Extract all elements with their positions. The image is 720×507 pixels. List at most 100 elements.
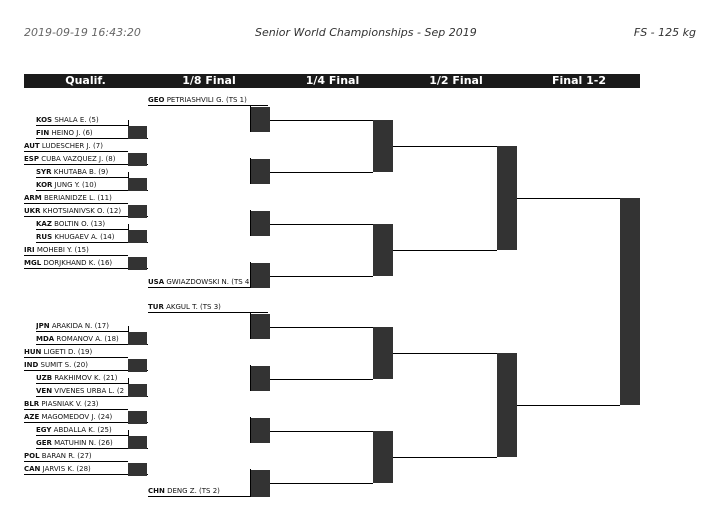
wrestler-label: IND SUMIT S. (20) — [24, 361, 148, 369]
qualif-match-box — [128, 332, 147, 345]
qualif-entry: IRI MOHEBI Y. (15) — [24, 244, 128, 256]
eighth-final-match-box — [250, 159, 270, 184]
semi-final-feed-line — [393, 250, 497, 251]
quarter-final-feed-line — [270, 172, 373, 173]
wrestler-name: CUBA VAZQUEZ J. (8) — [38, 155, 116, 163]
qualif-connector — [128, 224, 129, 230]
wrestler-label: ESP CUBA VAZQUEZ J. (8) — [24, 155, 148, 163]
quarter-final-feed-line — [270, 379, 373, 380]
country-code: IND — [24, 361, 39, 369]
wrestler-label: SYR KHUTABA B. (9) — [36, 168, 128, 176]
wrestler-name: JUNG Y. (10) — [52, 181, 97, 189]
qualif-entry: UZB RAKHIMOV K. (21) — [36, 372, 128, 384]
col-quarter-final: 1/4 Final — [305, 74, 360, 87]
country-code: ARM — [24, 194, 42, 202]
qualif-entry: POL BARAN R. (27) — [24, 450, 128, 462]
wrestler-label: USA GWIAZDOWSKI N. (TS 4 — [148, 278, 268, 286]
eighth-final-connector — [250, 313, 251, 339]
eighth-final-connector — [250, 106, 251, 132]
quarter-final-feed-line — [270, 224, 373, 225]
wrestler-label: UKR KHOTSIANIVSK O. (12) — [24, 207, 148, 215]
qualif-entry: EGY ABDALLA K. (25) — [36, 424, 128, 436]
country-code: BLR — [24, 400, 40, 408]
wrestler-name: ROMANOV A. (18) — [54, 335, 119, 343]
event-title: Senior World Championships - Sep 2019 — [255, 26, 477, 39]
wrestler-label: MDA ROMANOV A. (18) — [36, 335, 148, 343]
qualif-connector — [128, 120, 129, 126]
seed-entry: TUR AKGUL T. (TS 3) — [148, 301, 268, 313]
qualif-entry: HUN LIGETI D. (19) — [24, 346, 128, 358]
qualif-match-box — [128, 436, 147, 449]
final-feed-line — [517, 198, 620, 199]
wrestler-name: KHOTSIANIVSK O. (12) — [40, 207, 122, 215]
final-feed-line — [517, 405, 620, 406]
eighth-final-match-box — [250, 107, 270, 132]
wrestler-name: ARAKIDA N. (17) — [49, 322, 109, 330]
wrestler-label: CAN JARVIS K. (28) — [24, 465, 148, 473]
country-code: MGL — [24, 259, 42, 267]
eighth-final-match-box — [250, 314, 270, 339]
round-header-bar: Qualif. 1/8 Final 1/4 Final 1/2 Final Fi… — [24, 74, 640, 88]
qualif-connector — [128, 430, 129, 436]
seed-entry: GEO PETRIASHVILI G. (TS 1) — [148, 94, 268, 106]
qualif-connector — [128, 172, 129, 178]
semi-final-match-box — [497, 353, 517, 457]
country-code: AZE — [24, 413, 40, 421]
qualif-connector — [128, 326, 129, 332]
eighth-final-connector — [250, 262, 251, 288]
wrestler-name: VIVENES URBA L. (2 — [52, 387, 125, 395]
col-eighth-final: 1/8 Final — [182, 74, 236, 87]
country-code: MDA — [36, 335, 55, 343]
wrestler-label: ARM BERIANIDZE L. (11) — [24, 194, 128, 202]
qualif-match-box — [128, 153, 147, 166]
seed-entry: USA GWIAZDOWSKI N. (TS 4 — [148, 276, 268, 288]
quarter-final-feed-line — [270, 483, 373, 484]
eighth-final-match-box — [250, 366, 270, 391]
wrestler-label: RUS KHUGAEV A. (14) — [36, 233, 148, 241]
wrestler-name: MOHEBI Y. (15) — [34, 246, 89, 254]
qualif-entry: ARM BERIANIDZE L. (11) — [24, 192, 128, 204]
qualif-match-box — [128, 178, 147, 191]
semi-final-feed-line — [393, 146, 497, 147]
wrestler-label: KOR JUNG Y. (10) — [36, 181, 148, 189]
wrestler-name: PETRIASHVILI G. (TS 1) — [164, 96, 247, 104]
wrestler-name: GWIAZDOWSKI N. (TS 4 — [164, 278, 250, 286]
qualif-match-box — [128, 230, 147, 243]
wrestler-name: BARAN R. (27) — [39, 452, 92, 460]
country-code: JPN — [36, 322, 50, 330]
country-code: KOS — [36, 116, 53, 124]
wrestler-name: DENG Z. (TS 2) — [164, 487, 220, 495]
country-code: CHN — [148, 487, 165, 495]
wrestler-label: BLR PIASNIAK V. (23) — [24, 400, 128, 408]
wrestler-name: MATUHIN N. (26) — [51, 439, 113, 447]
country-code: VEN — [36, 387, 53, 395]
wrestler-label: CHN DENG Z. (TS 2) — [148, 487, 268, 495]
qualif-entry: RUS KHUGAEV A. (14) — [36, 231, 148, 243]
quarter-final-feed-line — [270, 431, 373, 432]
semi-final-match-box — [497, 146, 517, 250]
wrestler-name: LUDESCHER J. (7) — [39, 142, 103, 150]
semi-final-feed-line — [393, 457, 497, 458]
country-code: CAN — [24, 465, 41, 473]
wrestler-label: IRI MOHEBI Y. (15) — [24, 246, 128, 254]
country-code: SYR — [36, 168, 52, 176]
country-code: USA — [148, 278, 165, 286]
country-code: RUS — [36, 233, 53, 241]
seed-entry: CHN DENG Z. (TS 2) — [148, 485, 268, 497]
country-code: GEO — [148, 96, 165, 104]
wrestler-name: SHALA E. (5) — [52, 116, 99, 124]
wrestler-name: BOLTIN O. (13) — [51, 220, 106, 228]
wrestler-label: EGY ABDALLA K. (25) — [36, 426, 128, 434]
qualif-entry: KOS SHALA E. (5) — [36, 114, 128, 126]
wrestler-name: KHUGAEV A. (14) — [52, 233, 115, 241]
qualif-connector — [128, 378, 129, 384]
wrestler-name: SUMIT S. (20) — [38, 361, 88, 369]
qualif-entry: FIN HEINO J. (6) — [36, 127, 148, 139]
quarter-final-match-box — [373, 224, 393, 276]
qualif-entry: UKR KHOTSIANIVSK O. (12) — [24, 205, 148, 217]
eighth-final-connector — [250, 365, 251, 391]
country-code: POL — [24, 452, 40, 460]
wrestler-label: POL BARAN R. (27) — [24, 452, 128, 460]
qualif-entry: CAN JARVIS K. (28) — [24, 463, 148, 475]
country-code: AUT — [24, 142, 40, 150]
